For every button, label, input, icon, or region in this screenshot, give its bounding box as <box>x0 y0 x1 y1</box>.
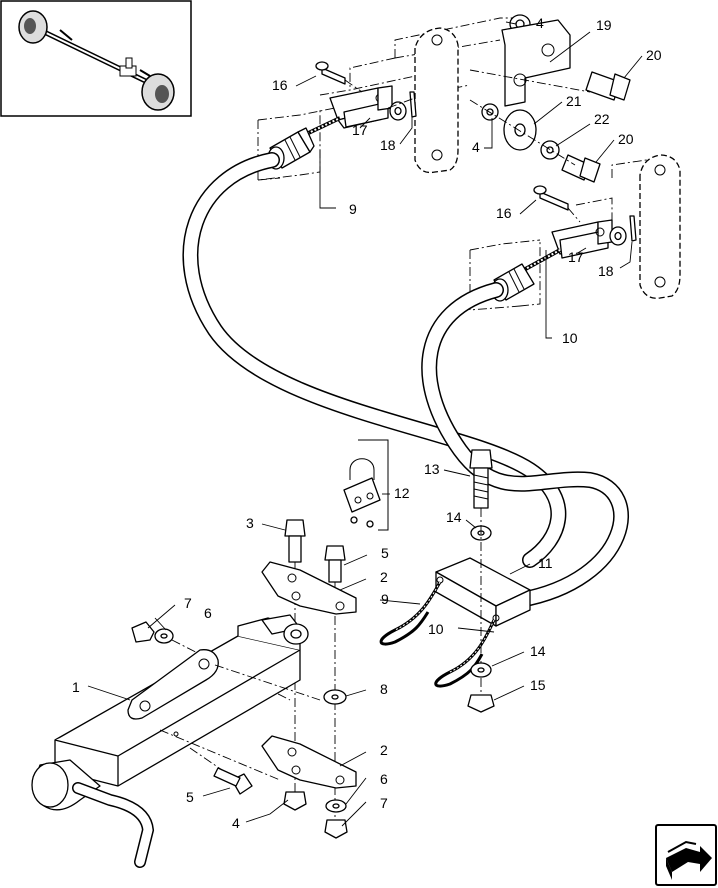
callout-14: 14 <box>446 509 462 525</box>
callout-2: 2 <box>380 742 388 758</box>
axle-thumbnail[interactable] <box>0 0 192 117</box>
callout-20: 20 <box>646 47 662 63</box>
callout-14: 14 <box>530 643 546 659</box>
tow-hitch-body <box>31 614 321 868</box>
callout-1: 1 <box>72 679 80 695</box>
callout-13: 13 <box>424 461 440 477</box>
callout-17: 17 <box>352 122 368 138</box>
callout-15: 15 <box>530 677 546 693</box>
callout-9: 9 <box>349 201 357 217</box>
callout-7: 7 <box>184 595 192 611</box>
callout-18: 18 <box>380 137 396 153</box>
spring-clip-kit <box>343 439 389 531</box>
callout-4: 4 <box>232 815 240 831</box>
callout-10: 10 <box>428 621 444 637</box>
callout-5: 5 <box>186 789 194 805</box>
lower-mount-outline <box>469 157 661 311</box>
callout-12: 12 <box>394 485 410 501</box>
callout-16: 16 <box>272 77 288 93</box>
cable-clamp-block <box>435 557 531 627</box>
cable-loop-9 <box>379 581 442 646</box>
callout-17: 17 <box>568 249 584 265</box>
plate-bolt-5 <box>324 545 346 830</box>
brake-cable-10 <box>421 282 629 608</box>
leader-lines <box>87 21 643 827</box>
upper-clevis-pin <box>315 61 363 93</box>
plate-bolt-3 <box>284 519 306 810</box>
mounting-plate-lower <box>261 735 357 789</box>
callout-6: 6 <box>380 771 388 787</box>
callout-5: 5 <box>381 545 389 561</box>
callout-8: 8 <box>380 681 388 697</box>
callout-4: 4 <box>472 139 480 155</box>
lower-clevis <box>551 219 613 259</box>
upper-right-hardware <box>469 14 631 183</box>
callout-19: 19 <box>596 17 612 33</box>
callout-4: 4 <box>536 15 544 31</box>
callout-22: 22 <box>594 111 610 127</box>
lower-bracket-plate <box>639 154 681 299</box>
callout-labels: 1 2 2 3 4 4 4 5 5 6 6 7 7 8 9 9 10 10 11… <box>72 15 662 831</box>
callout-21: 21 <box>566 93 582 109</box>
upper-washer-cotter <box>387 91 417 121</box>
upper-clevis <box>329 85 393 129</box>
next-page-arrow-icon[interactable] <box>655 824 717 886</box>
clamp-bolt-stack <box>467 449 495 713</box>
callout-10: 10 <box>562 330 578 346</box>
mounting-plate-upper <box>261 561 357 615</box>
bolt-5-lower <box>189 747 253 795</box>
callout-20: 20 <box>618 131 634 147</box>
callout-11: 11 <box>538 555 553 571</box>
callout-3: 3 <box>246 515 254 531</box>
callout-18: 18 <box>598 263 614 279</box>
callout-2: 2 <box>380 569 388 585</box>
cable-loop-10 <box>434 619 496 688</box>
brake-cable-9 <box>182 152 567 568</box>
upper-bracket-plate <box>414 27 459 174</box>
lower-nuts-washers <box>283 791 348 839</box>
axle-assembly-icon <box>18 10 175 111</box>
callout-16: 16 <box>496 205 512 221</box>
callout-7: 7 <box>380 795 388 811</box>
lower-clevis-pin <box>533 185 581 223</box>
callout-6: 6 <box>204 605 212 621</box>
callout-9: 9 <box>381 591 389 607</box>
spacer-8 <box>323 689 347 705</box>
lower-washer-cotter <box>609 215 637 246</box>
